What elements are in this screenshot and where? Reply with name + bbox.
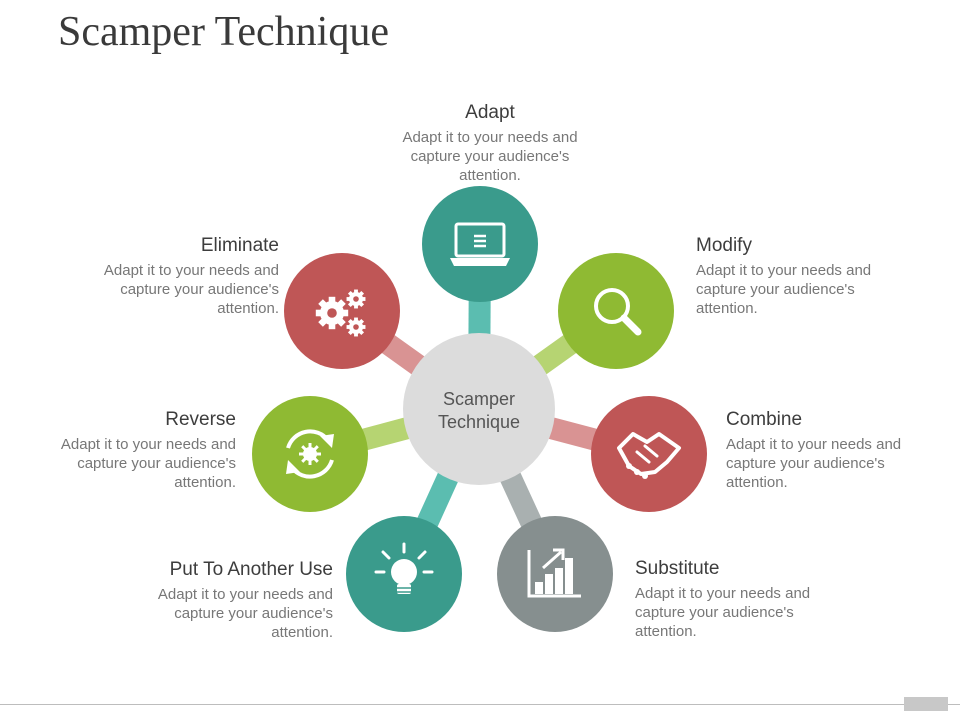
description-substitute: Adapt it to your needs and capture your … [635, 585, 811, 640]
cycle-arrows-icon [286, 429, 334, 479]
description-eliminate: Adapt it to your needs and capture your … [103, 262, 279, 317]
heading-combine: Combine [726, 409, 803, 430]
lightbulb-icon [374, 542, 434, 594]
page-title: Scamper Technique [58, 9, 389, 55]
corner-tab [904, 697, 948, 711]
label-put-to-another-use: Put To Another Use Adapt it to your need… [123, 559, 333, 642]
circle-combine [591, 396, 707, 512]
description-combine: Adapt it to your needs and capture your … [726, 436, 902, 491]
label-combine: Combine Adapt it to your needs and captu… [726, 409, 936, 492]
bottom-rule [0, 704, 960, 705]
description-put-to-another-use: Adapt it to your needs and capture your … [157, 586, 333, 641]
label-eliminate: Eliminate Adapt it to your needs and cap… [69, 235, 279, 318]
item-circles [252, 186, 707, 632]
laptop-icon [450, 222, 510, 266]
gears-icon [315, 289, 366, 337]
circle-modify [558, 253, 674, 369]
description-adapt: Adapt it to your needs and capture your … [402, 129, 578, 184]
label-reverse: Reverse Adapt it to your needs and captu… [26, 409, 236, 492]
heading-eliminate: Eliminate [200, 235, 279, 256]
magnifier-icon [594, 288, 642, 336]
label-adapt: Adapt Adapt it to your needs and capture… [385, 102, 595, 185]
description-reverse: Adapt it to your needs and capture your … [60, 436, 236, 491]
center-label-line1: Scamper [443, 389, 515, 409]
description-modify: Adapt it to your needs and capture your … [696, 262, 872, 317]
label-modify: Modify Adapt it to your needs and captur… [696, 235, 906, 318]
heading-reverse: Reverse [165, 409, 236, 430]
center-hub: Scamper Technique [403, 333, 555, 485]
bar-chart-icon [527, 548, 581, 598]
handshake-icon [617, 432, 681, 479]
heading-modify: Modify [696, 235, 752, 256]
center-label-line2: Technique [438, 412, 520, 432]
heading-adapt: Adapt [465, 102, 515, 123]
circle-adapt [422, 186, 538, 302]
label-substitute: Substitute Adapt it to your needs and ca… [635, 558, 845, 641]
heading-substitute: Substitute [635, 558, 720, 579]
heading-put-to-another-use: Put To Another Use [169, 559, 333, 580]
